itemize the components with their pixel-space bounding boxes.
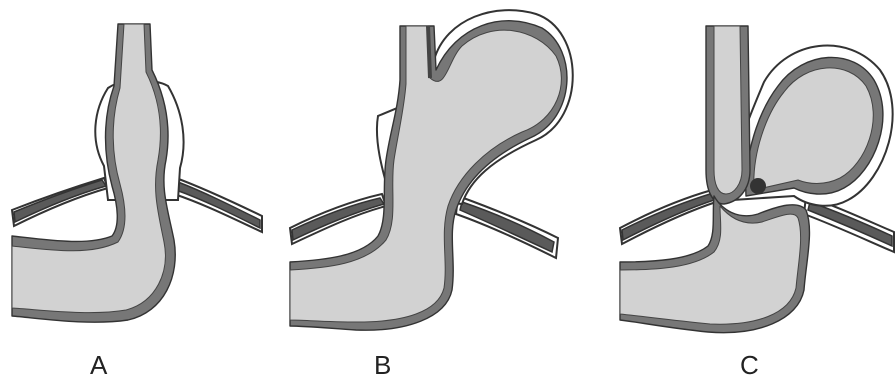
panel-a-illustration — [8, 0, 268, 340]
diaphragm-left-muscle — [622, 194, 714, 240]
esophagus-stomach-lumen — [12, 24, 165, 313]
esophagus-lumen — [714, 26, 742, 194]
esophagus-inner-wall — [428, 26, 430, 78]
diaphragm-left-muscle — [14, 180, 106, 222]
panel-b-label: B — [374, 352, 391, 378]
panel-b-illustration — [286, 0, 586, 340]
panel-b-diagram — [286, 0, 586, 340]
panel-c-illustration — [618, 0, 896, 340]
hernia-neck-knot — [750, 178, 766, 194]
panel-c-diagram — [618, 0, 896, 340]
diaphragm-right-muscle — [460, 202, 554, 252]
diaphragm-right-muscle — [176, 182, 260, 228]
esophagus-stomach-lumen — [290, 26, 561, 322]
panel-a-diagram — [8, 0, 268, 340]
diaphragm-right-muscle — [808, 202, 892, 246]
diaphragm-left-muscle — [292, 198, 384, 240]
panel-a-label: A — [90, 352, 107, 378]
panel-c-label: C — [740, 352, 759, 378]
